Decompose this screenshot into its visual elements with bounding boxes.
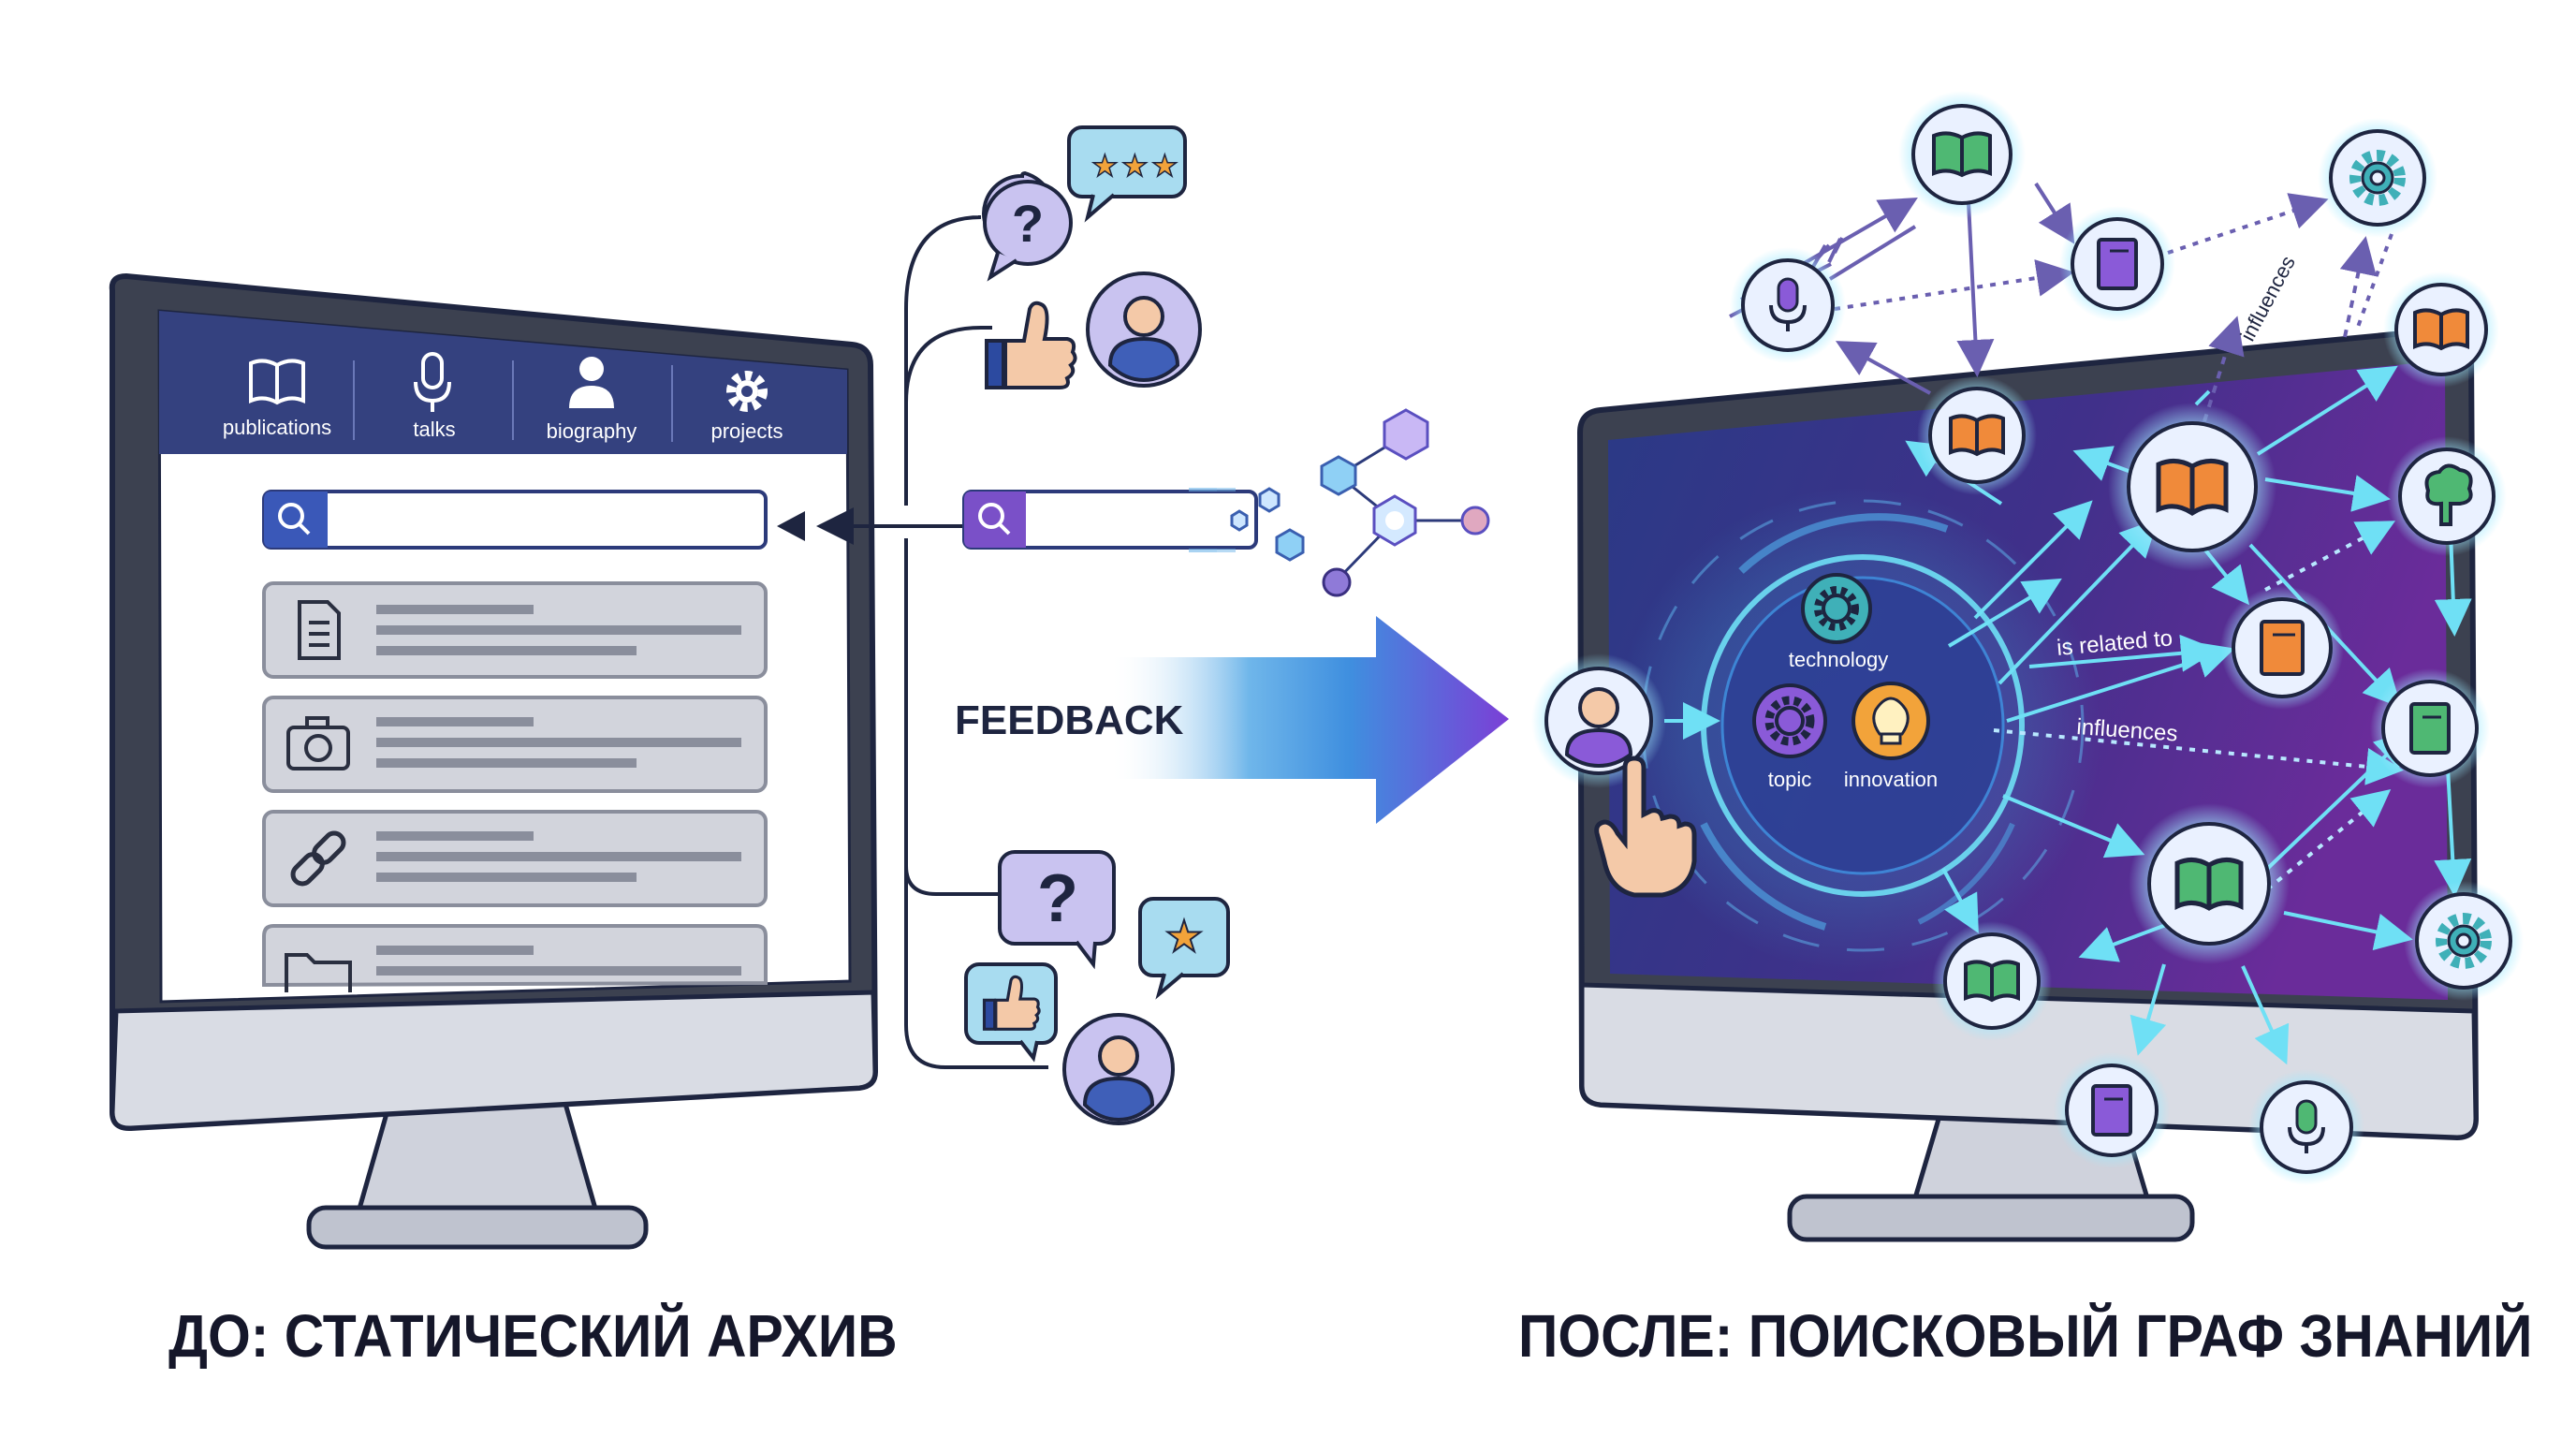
link-icon <box>290 830 346 887</box>
node-book-purple-top[interactable] <box>2059 206 2175 322</box>
nav-label-projects: projects <box>710 419 783 443</box>
node-book-green-top[interactable] <box>1898 91 2026 218</box>
node-gear-bottom-right[interactable] <box>2404 881 2524 1001</box>
open-book-icon <box>1932 131 1992 178</box>
left-nav-bar <box>249 352 768 442</box>
hub-label-technology: technology <box>1789 648 1888 671</box>
search-icon <box>278 503 311 536</box>
nav-item-publications[interactable] <box>249 359 305 405</box>
node-microphone-bottom[interactable] <box>2248 1069 2364 1185</box>
feedback-arrow <box>1109 616 1509 824</box>
node-book-purple-bottom[interactable] <box>2054 1052 2170 1168</box>
microphone-icon <box>1769 277 1807 331</box>
closed-book-icon <box>2260 620 2305 676</box>
edge-label-influences-2: influences <box>2235 252 2300 345</box>
nav-label-talks: talks <box>413 418 455 441</box>
nav-item-biography[interactable] <box>569 357 614 408</box>
nav-item-projects[interactable] <box>726 371 768 412</box>
node-book-green-closed[interactable] <box>2370 668 2490 788</box>
hub-lightbulb-innovation <box>1852 682 1930 760</box>
gear-icon <box>2349 150 2406 206</box>
camera-icon <box>286 716 350 770</box>
question-mark-glyph: ? <box>1037 861 1078 936</box>
node-book-orange-right[interactable] <box>2383 271 2499 388</box>
user-avatar-top <box>1086 271 1202 388</box>
list-item-document[interactable] <box>262 581 768 679</box>
nav-label-biography: biography <box>547 419 637 443</box>
question-mark-glyph: ? <box>1012 194 1044 253</box>
question-bubble-bottom: ? <box>998 850 1116 970</box>
open-book-icon <box>1949 414 2005 457</box>
star-icon: ★ <box>1151 149 1178 183</box>
node-tree-right[interactable] <box>2387 436 2507 556</box>
hub-gear-topic <box>1752 683 1827 758</box>
gear-icon <box>726 371 768 412</box>
caption-after: ПОСЛЕ: ПОИСКОВЫЙ ГРАФ ЗНАНИЙ <box>1518 1302 2533 1370</box>
document-icon <box>298 600 341 660</box>
graph-nodes <box>1730 91 2524 1185</box>
graph-edges-light-dotted <box>1993 521 2404 891</box>
rating-bubble: ★ ★ ★ <box>1067 125 1187 223</box>
user-avatar-bottom <box>1062 1013 1175 1125</box>
graph-edges-dotted <box>1834 193 2393 330</box>
caption-before: ДО: СТАТИЧЕСКИЙ АРХИВ <box>168 1302 898 1370</box>
node-gear-top-right[interactable] <box>2318 118 2437 238</box>
middle-search-bar <box>962 488 1258 552</box>
open-book-icon <box>2156 459 2229 517</box>
thumbs-up-icon <box>985 301 1077 389</box>
open-book-icon <box>2413 308 2469 351</box>
question-bubble-top: ? <box>982 170 1073 282</box>
node-book-orange-closed[interactable] <box>2220 586 2344 710</box>
list-item-folder[interactable] <box>262 924 768 992</box>
gear-icon <box>2436 913 2492 969</box>
star-bubble: ★ <box>1138 897 1230 1000</box>
star-icon: ★ <box>1164 912 1203 961</box>
list-item-photo[interactable] <box>262 696 768 793</box>
node-book-green-lower[interactable] <box>1932 921 2052 1041</box>
hub-gear-technology <box>1801 573 1872 644</box>
feedback-bracket <box>816 215 1048 1069</box>
list-item-link[interactable] <box>262 810 768 907</box>
user-avatar-hub <box>1531 653 1666 788</box>
node-book-green-center[interactable] <box>2129 803 2290 964</box>
open-book-icon <box>1964 960 2020 1003</box>
search-icon <box>978 503 1011 536</box>
star-icon: ★ <box>1121 149 1149 183</box>
microphone-icon <box>2288 1099 2325 1153</box>
node-book-orange-left[interactable] <box>1917 375 2037 495</box>
left-search-bar[interactable] <box>262 490 768 550</box>
closed-book-icon <box>2091 1084 2132 1137</box>
closed-book-icon <box>2409 702 2451 755</box>
folder-icon <box>285 953 352 992</box>
node-book-orange-center[interactable] <box>2108 403 2276 571</box>
thumbs-up-icon <box>982 975 1041 1031</box>
microphone-icon <box>414 352 451 412</box>
left-list <box>262 581 768 992</box>
closed-book-icon <box>2097 238 2138 290</box>
molecule-graphic <box>1230 408 1490 597</box>
pointer-hand-icon <box>1594 756 1697 898</box>
hub-label-innovation: innovation <box>1844 768 1938 791</box>
person-icon <box>569 357 614 408</box>
open-book-icon <box>249 359 305 405</box>
star-icon: ★ <box>1091 149 1119 183</box>
feedback-label: FEEDBACK <box>955 697 1184 743</box>
nav-item-talks[interactable] <box>414 352 451 412</box>
hub-label-topic: topic <box>1768 768 1811 791</box>
thumbs-up-bubble <box>964 962 1058 1063</box>
graph-edges-solid <box>1905 365 2472 1065</box>
tree-icon <box>2424 463 2473 526</box>
nav-label-publications: publications <box>223 416 331 439</box>
node-microphone-left[interactable] <box>1730 247 1846 363</box>
open-book-icon <box>2174 858 2244 911</box>
